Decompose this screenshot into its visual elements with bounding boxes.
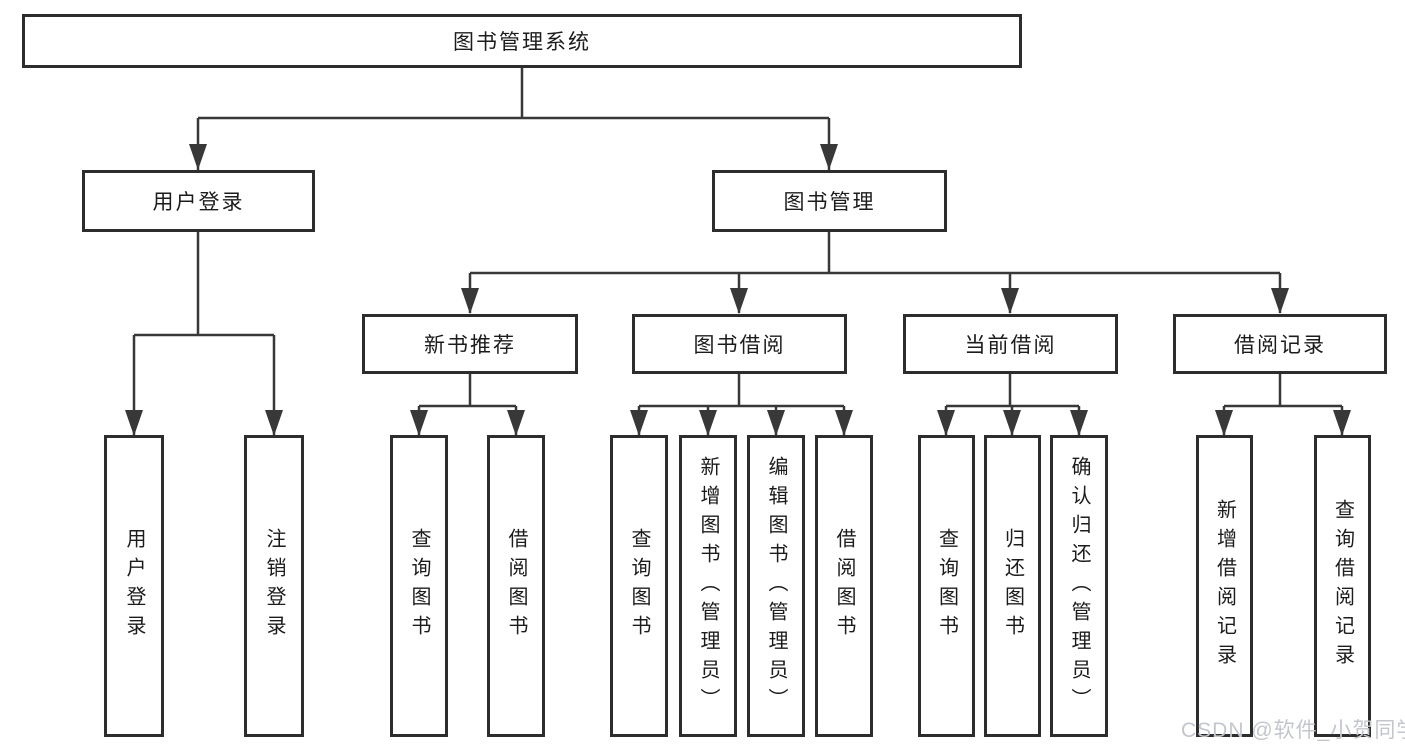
leaf-logout-login: 注销登录 xyxy=(244,435,304,737)
node-label: 图书借阅 xyxy=(693,334,786,357)
node-label: 图书管理系统 xyxy=(453,31,591,54)
leaf-current-query-books: 查询图书 xyxy=(918,435,975,737)
node-new-book-recommend: 新书推荐 xyxy=(362,314,578,374)
leaf-borrowing-query-books: 查询图书 xyxy=(610,435,668,737)
leaf-recommend-query-books: 查询图书 xyxy=(390,435,448,737)
node-label: 新增图书（管理员） xyxy=(697,455,719,717)
node-label: 确认归还（管理员） xyxy=(1068,455,1090,717)
node-label: 当前借阅 xyxy=(964,334,1057,357)
node-label: 编辑图书（管理员） xyxy=(765,455,787,717)
node-label: 注销登录 xyxy=(263,528,285,644)
node-label: 归还图书 xyxy=(1001,528,1024,644)
node-label: 图书管理 xyxy=(783,191,876,214)
csdn-watermark: CSDN @软件_小贺同学 xyxy=(1181,719,1405,742)
node-label: 借阅图书 xyxy=(833,528,855,644)
node-label: 用户登录 xyxy=(123,528,145,644)
node-label: 新书推荐 xyxy=(424,334,516,357)
arrowhead-icons xyxy=(125,144,1351,436)
node-label: 查询图书 xyxy=(935,528,958,644)
node-label: 查询图书 xyxy=(628,528,650,644)
leaf-borrowing-add-books-admin: 新增图书（管理员） xyxy=(679,435,737,737)
node-borrowing-records: 借阅记录 xyxy=(1173,314,1387,374)
node-label: 查询借阅记录 xyxy=(1331,499,1354,673)
node-label: 新增借阅记录 xyxy=(1213,499,1236,673)
leaf-current-confirm-return-admin: 确认归还（管理员） xyxy=(1050,435,1108,737)
leaf-borrowing-edit-books-admin: 编辑图书（管理员） xyxy=(747,435,805,737)
node-current-borrowing: 当前借阅 xyxy=(903,314,1118,374)
leaf-recommend-borrow-books: 借阅图书 xyxy=(487,435,545,737)
leaf-records-add-borrow-record: 新增借阅记录 xyxy=(1196,435,1253,737)
node-library-management-system: 图书管理系统 xyxy=(22,14,1022,68)
node-label: 借阅记录 xyxy=(1234,334,1326,357)
node-book-management: 图书管理 xyxy=(712,170,947,232)
leaf-current-return-books: 归还图书 xyxy=(984,435,1041,737)
node-label: 借阅图书 xyxy=(505,528,527,644)
node-book-borrowing: 图书借阅 xyxy=(632,314,847,374)
connector-lines xyxy=(132,68,1344,435)
leaf-user-login: 用户登录 xyxy=(104,435,164,737)
leaf-records-query-borrow-record: 查询借阅记录 xyxy=(1314,435,1371,737)
node-label: 用户登录 xyxy=(152,191,245,214)
node-user-login: 用户登录 xyxy=(82,170,315,232)
node-label: 查询图书 xyxy=(408,528,430,644)
leaf-borrowing-borrow-books: 借阅图书 xyxy=(815,435,873,737)
